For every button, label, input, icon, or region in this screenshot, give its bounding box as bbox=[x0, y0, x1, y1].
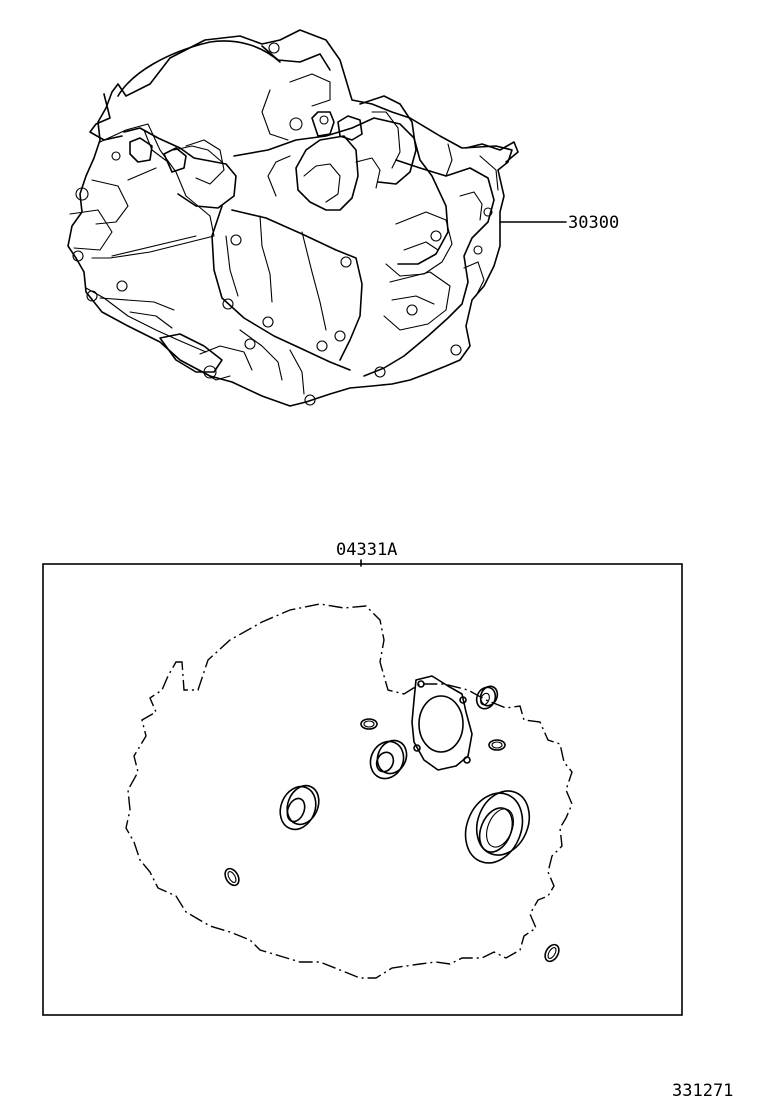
callout-30300: 30300 bbox=[499, 213, 619, 233]
o-ring-small bbox=[360, 718, 378, 730]
gasket-kit-contents bbox=[125, 603, 573, 979]
part-number-04331A: 04331A bbox=[336, 540, 397, 560]
gasket-kit-frame bbox=[42, 563, 683, 1016]
case-gasket bbox=[125, 603, 573, 979]
flange-gasket bbox=[411, 675, 473, 771]
oil-seal-left bbox=[279, 784, 320, 831]
part-number-30300: 30300 bbox=[568, 213, 619, 233]
seal-small-top-right bbox=[475, 685, 499, 710]
o-ring-lower-left bbox=[224, 867, 240, 887]
o-ring-right bbox=[488, 739, 506, 751]
o-ring-lower-right bbox=[544, 943, 560, 963]
oil-seal-medium bbox=[369, 739, 408, 780]
oil-seal-large bbox=[464, 790, 531, 864]
illustration-number: 331271 bbox=[672, 1081, 733, 1101]
transaxle-assembly-drawing bbox=[67, 29, 519, 407]
callout-04331A: 04331A bbox=[336, 540, 397, 567]
